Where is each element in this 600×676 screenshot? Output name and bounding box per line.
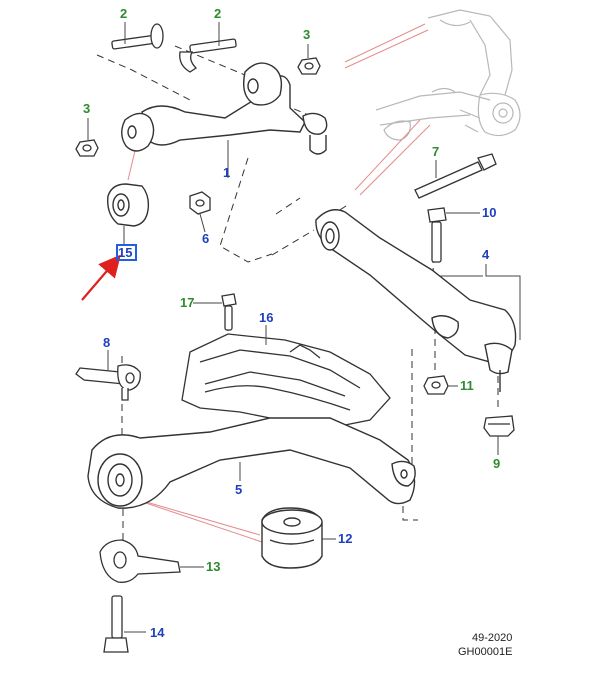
nut-9 bbox=[483, 415, 515, 437]
callout-7: 7 bbox=[432, 144, 440, 159]
callout-9: 9 bbox=[493, 456, 501, 471]
bolt-17 bbox=[221, 293, 237, 331]
bushing-15 bbox=[107, 183, 150, 227]
callout-4: 4 bbox=[482, 247, 490, 262]
callout-15: 15 bbox=[118, 245, 133, 260]
nut-6 bbox=[189, 191, 211, 215]
bolt-7 bbox=[414, 153, 497, 199]
red-indicator-arrow bbox=[81, 254, 121, 301]
bracket-13 bbox=[99, 539, 181, 583]
callout-2-left: 2 bbox=[120, 6, 128, 21]
callout-14: 14 bbox=[150, 625, 165, 640]
callout-16: 16 bbox=[259, 310, 274, 325]
callout-13: 13 bbox=[206, 559, 221, 574]
upper-control-arm bbox=[121, 62, 328, 155]
nut-top-right bbox=[297, 57, 321, 75]
bolt-10 bbox=[427, 207, 447, 263]
callout-11: 11 bbox=[460, 378, 474, 393]
callout-leaders bbox=[87, 22, 521, 633]
link-8 bbox=[75, 364, 141, 401]
bolt-14 bbox=[103, 595, 129, 653]
pin-bolt-left bbox=[111, 23, 164, 50]
ghost-suspension-assembly bbox=[375, 9, 521, 141]
pin-bolt-right bbox=[179, 38, 237, 73]
callout-10: 10 bbox=[482, 205, 497, 220]
callout-6: 6 bbox=[202, 231, 210, 246]
callout-3-top: 3 bbox=[303, 27, 311, 42]
bushing-12 bbox=[261, 507, 323, 569]
lower-arm-4 bbox=[315, 209, 517, 392]
nut-11 bbox=[423, 375, 449, 395]
footer-date: 49-2020 bbox=[472, 632, 513, 644]
callout-1: 1 bbox=[223, 165, 231, 180]
splash-shield-16 bbox=[181, 333, 391, 429]
callout-2-right: 2 bbox=[214, 6, 222, 21]
callout-3-left: 3 bbox=[83, 101, 91, 116]
lower-arm-5 bbox=[87, 417, 416, 509]
callout-15-highlight-box bbox=[116, 244, 137, 261]
callout-17: 17 bbox=[180, 295, 195, 310]
nut-left bbox=[75, 139, 99, 157]
callout-12: 12 bbox=[338, 531, 353, 546]
callout-8: 8 bbox=[103, 335, 111, 350]
footer-code: GH00001E bbox=[458, 646, 513, 658]
callout-5: 5 bbox=[235, 482, 243, 497]
